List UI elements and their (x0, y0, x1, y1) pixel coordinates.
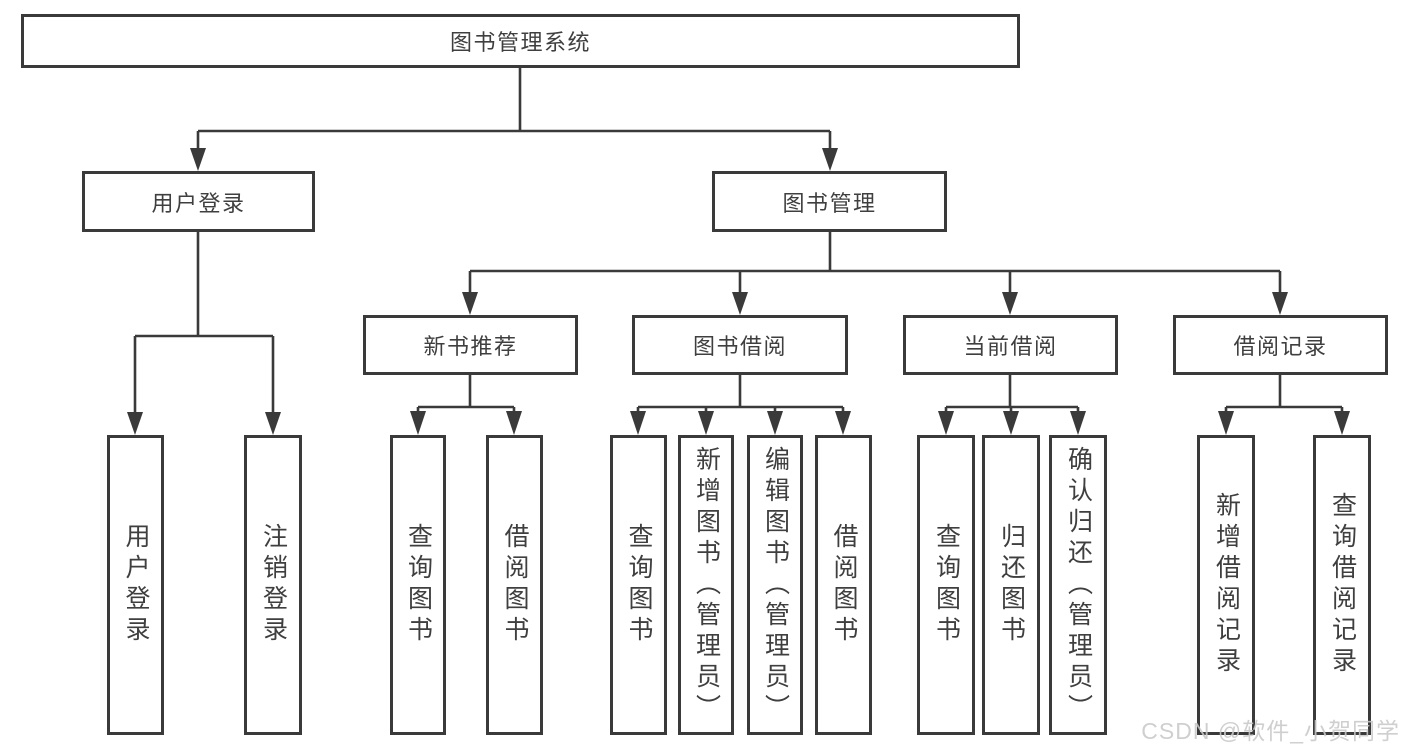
node-label: 新增借阅记录 (1212, 492, 1241, 678)
arrowhead-icon (1002, 292, 1018, 315)
connector-currentborrow-to-leaves (944, 375, 1080, 412)
node-label: 查询图书 (404, 523, 433, 647)
arrowhead-icon (462, 292, 478, 315)
leaf-user-login: 用户登录 (107, 435, 164, 735)
leaf-add-borrow-record: 新增借阅记录 (1197, 435, 1255, 735)
node-label: 新书推荐 (423, 334, 518, 359)
leaf-return-books: 归还图书 (982, 435, 1040, 735)
arrowhead-icon (698, 411, 714, 435)
node-label: 查询图书 (932, 523, 961, 647)
arrowhead-icon (127, 412, 143, 435)
node-user-login: 用户登录 (82, 171, 315, 232)
leaf-query-books-recommend: 查询图书 (390, 435, 446, 735)
connector-root-to-level2 (196, 68, 832, 151)
node-new-book-recommend: 新书推荐 (363, 315, 578, 375)
leaf-query-books-current: 查询图书 (917, 435, 975, 735)
connector-bookborrow-to-leaves (636, 375, 845, 412)
node-label: 借阅图书 (501, 523, 529, 647)
arrowhead-icon (835, 411, 851, 435)
leaf-borrow-books: 借阅图书 (815, 435, 872, 735)
leaf-logout: 注销登录 (244, 435, 302, 735)
arrowhead-icon (1272, 292, 1288, 315)
connector-bookmgmt-to-level3 (468, 232, 1282, 294)
leaf-edit-books-admin: 编辑图书（管理员） (747, 435, 803, 735)
arrowhead-icon (1218, 411, 1234, 435)
node-label: 查询图书 (625, 523, 653, 647)
node-label: 用户登录 (122, 523, 150, 647)
arrowhead-icon (1334, 411, 1350, 435)
connector-userlogin-to-leaves (133, 232, 275, 414)
node-label: 图书管理系统 (449, 30, 591, 55)
node-label: 确认归还（管理员） (1064, 445, 1093, 725)
node-label: 新增图书（管理员） (692, 445, 721, 725)
arrowhead-icon (767, 411, 783, 435)
node-label: 借阅图书 (830, 523, 858, 647)
arrowhead-icon (938, 411, 954, 435)
node-label: 图书借阅 (692, 334, 787, 359)
node-label: 当前借阅 (963, 334, 1058, 359)
arrowhead-icon (732, 292, 748, 315)
node-book-management: 图书管理 (712, 171, 947, 232)
arrowhead-icon (410, 411, 426, 435)
leaf-borrow-books-recommend: 借阅图书 (486, 435, 543, 735)
node-label: 图书管理 (782, 190, 877, 216)
node-label: 注销登录 (259, 523, 288, 647)
arrowhead-icon (506, 411, 522, 435)
node-label: 借阅记录 (1233, 334, 1328, 359)
node-book-borrowing: 图书借阅 (632, 315, 848, 375)
node-label: 用户登录 (151, 190, 246, 216)
arrowhead-icon (1003, 411, 1019, 435)
arrowhead-icon (190, 148, 206, 171)
arrowhead-icon (265, 412, 281, 435)
node-label: 归还图书 (997, 523, 1026, 647)
arrowhead-icon (630, 411, 646, 435)
node-label: 编辑图书（管理员） (761, 445, 790, 725)
node-borrow-records: 借阅记录 (1173, 315, 1388, 375)
node-current-borrowing: 当前借阅 (903, 315, 1118, 375)
csdn-watermark: CSDN @软件_小贺同学 (1141, 718, 1400, 744)
connector-newbookrec-to-leaves (416, 375, 516, 412)
node-label: 查询借阅记录 (1328, 492, 1357, 678)
node-library-management-system: 图书管理系统 (21, 14, 1020, 68)
arrowhead-icon (822, 148, 838, 171)
arrowhead-icon (1070, 411, 1086, 435)
leaf-confirm-return-admin: 确认归还（管理员） (1049, 435, 1107, 735)
leaf-add-books-admin: 新增图书（管理员） (678, 435, 734, 735)
connector-borrowrecords-to-leaves (1224, 375, 1344, 412)
leaf-query-borrow-record: 查询借阅记录 (1313, 435, 1371, 735)
leaf-query-books-borrowing: 查询图书 (610, 435, 667, 735)
